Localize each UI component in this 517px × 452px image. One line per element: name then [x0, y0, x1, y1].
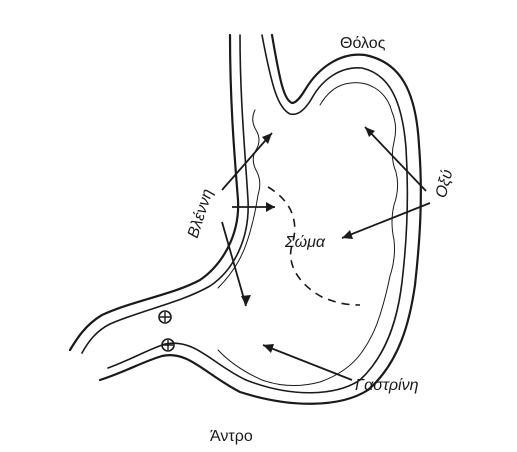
acid-label: Οξύ [433, 168, 457, 200]
pylorus-lower-sphincter [162, 339, 174, 351]
gastrin-label: Γαστρίνη [355, 377, 419, 394]
body-label: Σώμα [284, 234, 326, 251]
stomach-inner-wall [82, 35, 407, 393]
antrum-label: Άντρο [210, 428, 253, 445]
pylorus-upper-sphincter [159, 311, 171, 323]
acid-arrow-left [342, 203, 430, 239]
mucus-label: Βλέννη [185, 187, 217, 240]
fundus-label: Θόλος [340, 35, 386, 52]
stomach-outer-wall [70, 35, 421, 404]
gastrin-arrow [263, 344, 352, 380]
